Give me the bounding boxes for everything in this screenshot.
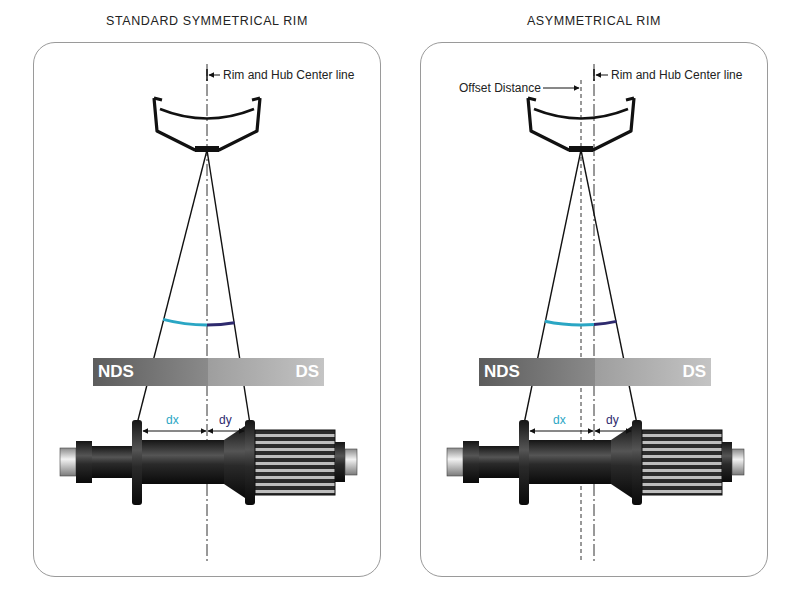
- center-line: [207, 64, 208, 562]
- panel-title: ASYMMETRICAL RIM: [421, 14, 767, 28]
- dimension-line: [143, 431, 206, 432]
- side-label: DS: [677, 362, 711, 382]
- hub-center-line: [594, 64, 595, 562]
- asymmetric-wheel: [447, 64, 744, 562]
- side-label: NDS: [479, 362, 525, 382]
- angle-arc: [207, 323, 235, 325]
- angle-arc: [594, 321, 617, 324]
- hub: [447, 420, 744, 505]
- dimension-line: [530, 431, 593, 432]
- tick: [593, 69, 595, 81]
- side-band: DS: [208, 358, 324, 386]
- side-band: NDS: [93, 358, 208, 386]
- angle-arc: [545, 321, 594, 325]
- center-line-label: Rim and Hub Center line: [223, 68, 354, 82]
- leader-arrow: [596, 75, 608, 76]
- rim: [528, 98, 634, 152]
- leader-arrow: [543, 88, 579, 89]
- dimension-line: [208, 431, 244, 432]
- dimension-line: [595, 431, 631, 432]
- center-line-label: Rim and Hub Center line: [611, 68, 742, 82]
- side-band: DS: [595, 358, 711, 386]
- leader-arrow: [209, 75, 220, 76]
- dimension-label: dx: [166, 413, 179, 427]
- tick: [206, 69, 208, 81]
- hub: [60, 420, 357, 505]
- angle-arc: [163, 319, 207, 325]
- offset-label: Offset Distance: [459, 81, 541, 95]
- rim: [154, 98, 260, 152]
- dimension-label: dy: [219, 413, 232, 427]
- side-band: NDS: [479, 358, 595, 386]
- side-label: DS: [290, 362, 324, 382]
- wheel-panel: ASYMMETRICAL RIMNDSDS: [420, 42, 768, 577]
- wheel-panel: STANDARD SYMMETRICAL RIMNDSDS: [33, 42, 381, 577]
- symmetric-wheel: [60, 64, 357, 562]
- side-label: NDS: [93, 362, 139, 382]
- dimension-label: dx: [553, 413, 566, 427]
- dimension-label: dy: [606, 413, 619, 427]
- panel-title: STANDARD SYMMETRICAL RIM: [34, 14, 380, 28]
